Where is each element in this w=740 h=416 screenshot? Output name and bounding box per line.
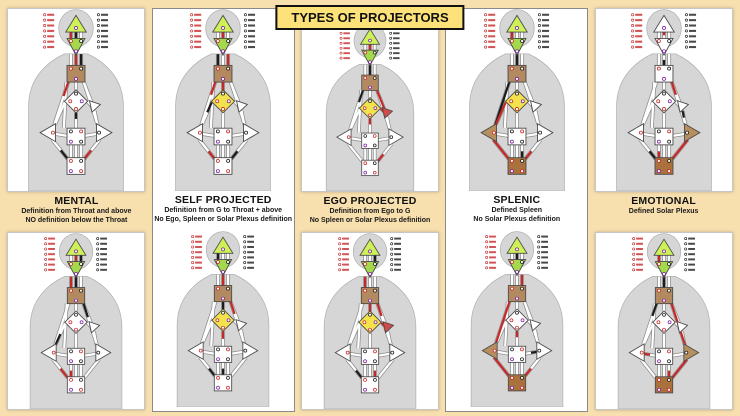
bodygraph-mental-bottom [8, 233, 144, 409]
column-label: EGO PROJECTED [323, 195, 417, 207]
caption: MENTAL Definition from Throat and above … [6, 192, 147, 232]
column-desc-line: No Spleen or Solar Plexus definition [309, 217, 431, 225]
caption: EMOTIONAL Defined Solar Plexus [593, 192, 734, 232]
column-desc-line: No Ego, Spleen or Solar Plexus definitio… [154, 216, 293, 224]
column-label: SPLENIC [493, 194, 541, 206]
caption: SPLENIC Defined Spleen No Solar Plexus d… [446, 191, 587, 231]
column-desc-line: Defined Spleen [491, 207, 543, 214]
chart-panel [7, 8, 146, 192]
column-label: SELF PROJECTED [174, 194, 272, 206]
chart-panel [594, 232, 733, 410]
bodygraph-ego-projected-top [302, 23, 438, 191]
column-desc-line: No Solar Plexus definition [473, 216, 561, 224]
chart-panel [155, 9, 291, 191]
column-label: EMOTIONAL [631, 195, 696, 207]
bodygraph-splenic-bottom [449, 231, 585, 407]
title-banner: TYPES OF PROJECTORS [275, 5, 465, 30]
chart-panel [300, 22, 439, 192]
chart-panel [594, 8, 733, 192]
column-label: MENTAL [54, 195, 99, 207]
column-desc-line: Definition from G to Throat + above [164, 207, 283, 214]
column-ego-projected: EGO PROJECTED Definition from Ego to G N… [300, 8, 441, 412]
caption: EGO PROJECTED Definition from Ego to G N… [300, 192, 441, 232]
bodygraph-self-projected-top [155, 9, 291, 191]
chart-panel [7, 232, 146, 410]
column-desc-line: Defined Solar Plexus [628, 208, 699, 215]
column-mental: MENTAL Definition from Throat and above … [6, 8, 147, 412]
chart-panel [449, 9, 585, 191]
column-emotional: EMOTIONAL Defined Solar Plexus [593, 8, 734, 412]
bodygraph-emotional-top [596, 9, 732, 191]
bodygraph-ego-projected-bottom [302, 233, 438, 409]
column-desc-line: NO definition below the Throat [25, 217, 128, 225]
column-self-projected: SELF PROJECTED Definition from G to Thro… [151, 8, 295, 412]
chart-panel [449, 231, 585, 407]
caption: SELF PROJECTED Definition from G to Thro… [153, 191, 294, 231]
bodygraph-self-projected-bottom [155, 231, 291, 407]
chart-panel [155, 231, 291, 407]
chart-panel [300, 232, 439, 410]
bodygraph-splenic-top [449, 9, 585, 191]
column-desc-line: Definition from Ego to G [329, 208, 411, 215]
column-splenic: SPLENIC Defined Spleen No Solar Plexus d… [445, 8, 589, 412]
column-desc-line: Definition from Throat and above [21, 208, 132, 215]
bodygraph-emotional-bottom [596, 233, 732, 409]
columns-row: MENTAL Definition from Throat and above … [6, 8, 734, 412]
bodygraph-mental-top [8, 9, 144, 191]
page-title: TYPES OF PROJECTORS [291, 10, 449, 25]
